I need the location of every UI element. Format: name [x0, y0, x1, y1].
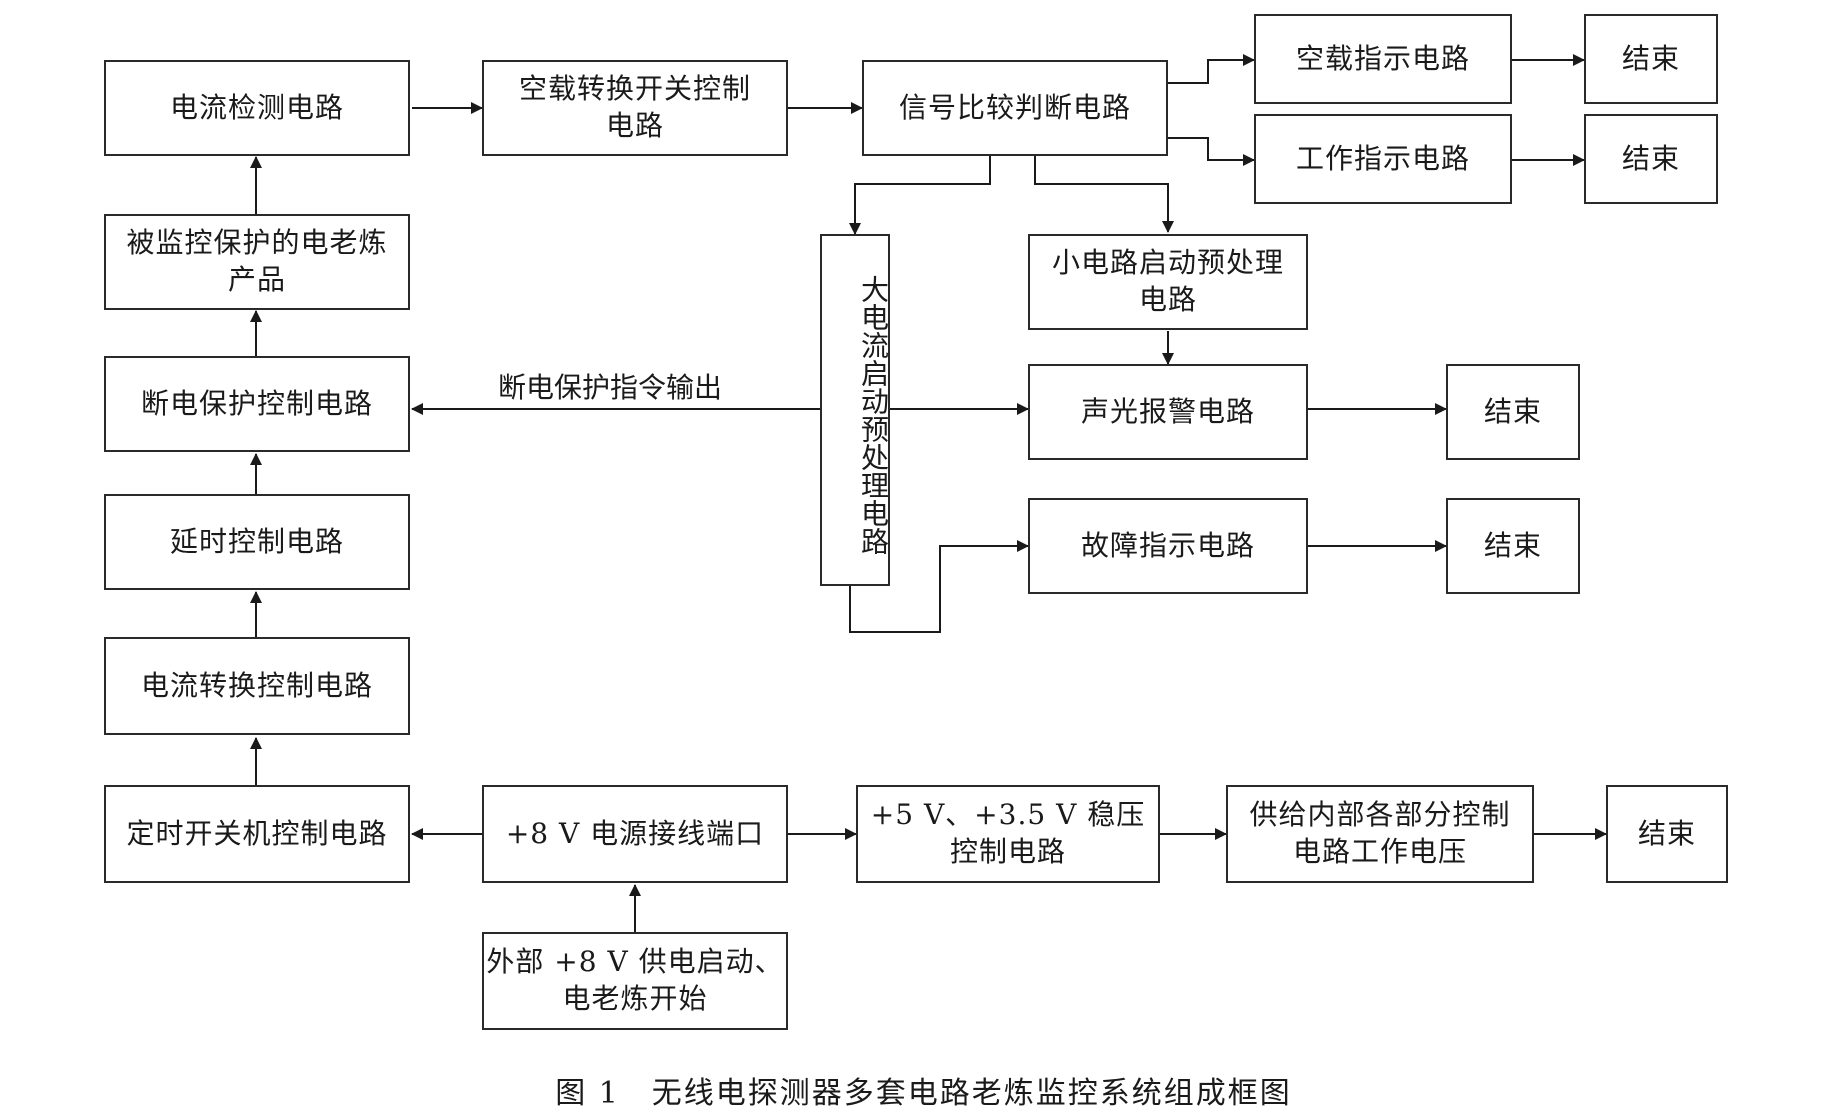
arrow-compare-to-large-current: [849, 155, 991, 235]
current-convert-box: 电流转换控制电路: [104, 637, 410, 735]
arrow-compare-to-idle-indicator: [1168, 54, 1255, 84]
monitored-product-box: 被监控保护的电老炼 产品: [104, 214, 410, 310]
power-off-command-label: 断电保护指令输出: [498, 371, 723, 404]
signal-compare-box: 信号比较判断电路: [862, 60, 1168, 156]
arrow-compare-to-small-circuit: [1034, 155, 1174, 233]
delay-control-box: 延时控制电路: [104, 494, 410, 590]
external-power-box: 外部 +8 V 供电启动、 电老炼开始: [482, 932, 788, 1030]
supply-internal-box: 供给内部各部分控制 电路工作电压: [1226, 785, 1534, 883]
large-current-preprocess-box: 大电流启动预处理电路: [820, 234, 890, 586]
idle-indicator-box: 空载指示电路: [1254, 14, 1512, 104]
arrow-compare-to-work-indicator: [1168, 137, 1255, 166]
current-detect-box: 电流检测电路: [104, 60, 410, 156]
end-box-supply: 结束: [1606, 785, 1728, 883]
power-off-protect-box: 断电保护控制电路: [104, 356, 410, 452]
idle-switch-control-box: 空载转换开关控制 电路: [482, 60, 788, 156]
power-port-box: +8 V 电源接线端口: [482, 785, 788, 883]
end-box-work: 结束: [1584, 114, 1718, 204]
fault-indicator-box: 故障指示电路: [1028, 498, 1308, 594]
alarm-box: 声光报警电路: [1028, 364, 1308, 460]
small-circuit-preprocess-box: 小电路启动预处理 电路: [1028, 234, 1308, 330]
arrow-large-current-to-fault: [849, 540, 1029, 633]
end-box-fault: 结束: [1446, 498, 1580, 594]
figure-caption: 图 1 无线电探测器多套电路老炼监控系统组成框图: [555, 1076, 1292, 1111]
end-box-alarm: 结束: [1446, 364, 1580, 460]
end-box-idle: 结束: [1584, 14, 1718, 104]
work-indicator-box: 工作指示电路: [1254, 114, 1512, 204]
regulator-box: +5 V、+3.5 V 稳压 控制电路: [856, 785, 1160, 883]
timer-switch-box: 定时开关机控制电路: [104, 785, 410, 883]
